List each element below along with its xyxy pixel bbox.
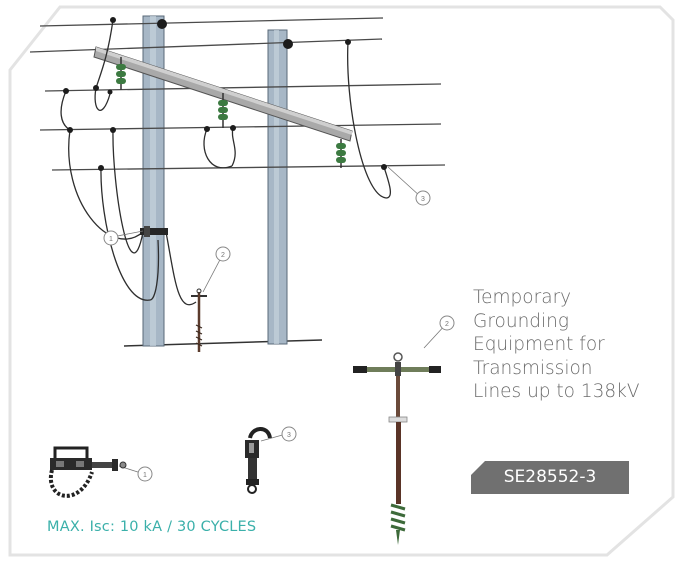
callout-number: 2 [445, 321, 449, 328]
description-line: Lines up to 138kV [473, 381, 640, 402]
callout-marker: 1 [103, 230, 119, 246]
callout-number: 3 [421, 196, 425, 203]
insulator [218, 93, 228, 128]
callout-marker: 1 [137, 466, 153, 482]
pole-clamp-detail [48, 446, 127, 498]
frame-border [8, 5, 675, 557]
description-line: Equipment for [473, 334, 605, 355]
description-line: Grounding [473, 310, 570, 332]
callout-number: 2 [221, 252, 225, 259]
callout-number: 1 [143, 472, 147, 479]
callout-marker: 2 [439, 315, 455, 331]
callout-marker: 3 [415, 190, 431, 206]
callout-number: 3 [287, 432, 291, 439]
product-code-tag: SE28552-3 [471, 461, 629, 494]
description-line: Temporary [473, 287, 572, 308]
ground-rod-detail [353, 352, 441, 545]
line-clamps [63, 17, 387, 171]
callout-marker: 2 [215, 246, 231, 262]
callout-number: 1 [109, 236, 113, 243]
conductor-lines [29, 17, 446, 171]
pole-clamp [140, 226, 168, 237]
ground-rod-small [191, 288, 207, 352]
product-description: Temporary Grounding Equipment for Transm… [473, 286, 673, 404]
grounding-cables [60, 19, 392, 306]
conductor-clamp-detail [245, 427, 272, 494]
insulator [116, 57, 126, 90]
callout-marker: 3 [281, 426, 297, 442]
insulator [336, 139, 346, 168]
current-rating: MAX. Isc: 10 kA / 30 CYCLES [47, 519, 257, 535]
description-line: Transmission [473, 357, 593, 379]
pole-right [267, 29, 288, 345]
